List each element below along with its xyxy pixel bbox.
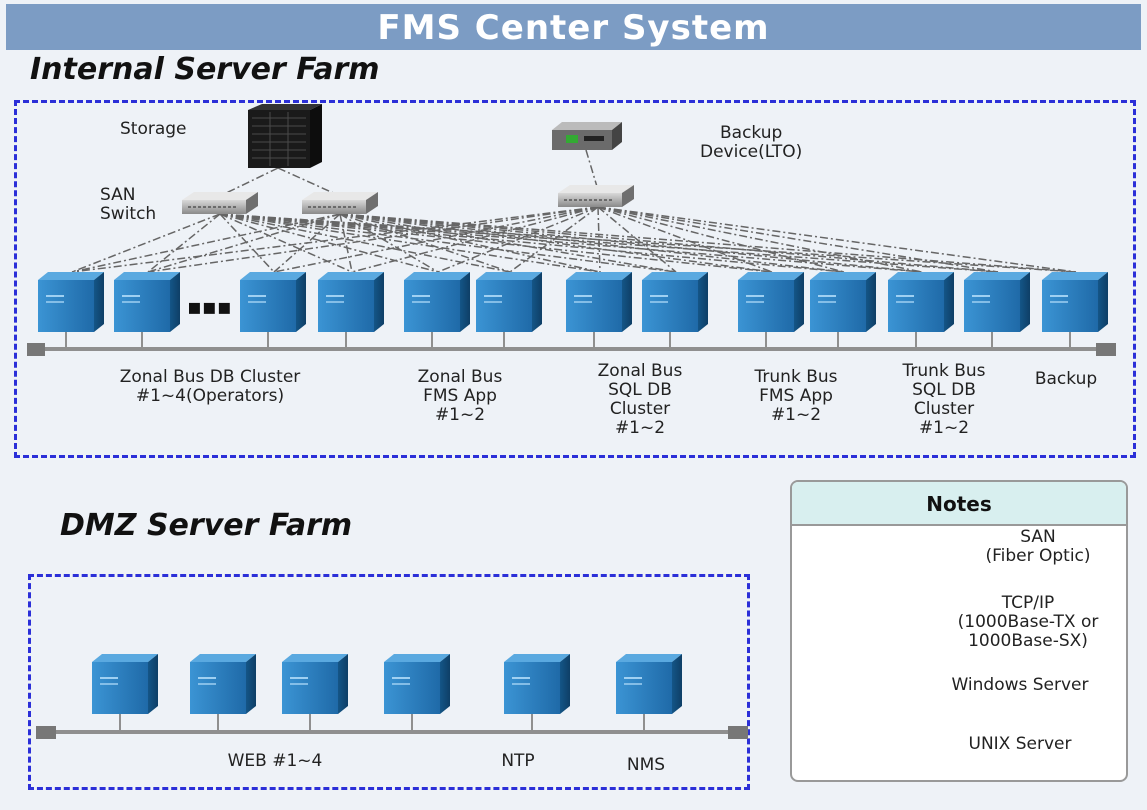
dmz-farm-title: DMZ Server Farm xyxy=(60,508,353,543)
windows-server-icon xyxy=(239,271,307,333)
group-label-zonal-db: Zonal Bus DB Cluster #1~4(Operators) xyxy=(119,367,301,406)
legend-unix-text: UNIX Server xyxy=(968,734,1072,754)
backbone-terminator xyxy=(27,343,45,356)
storage-array-icon xyxy=(248,104,322,168)
dmz-server-farm-boundary xyxy=(28,574,750,790)
windows-server-icon xyxy=(281,653,349,715)
windows-server-icon xyxy=(1041,271,1109,333)
group-label-zonal-app: Zonal Bus FMS App #1~2 xyxy=(417,367,503,425)
backbone-terminator xyxy=(36,726,56,739)
dmz-label-nms: NMS xyxy=(626,755,666,775)
backbone-terminator xyxy=(1096,343,1116,356)
windows-server-icon xyxy=(475,271,543,333)
backup-device-icon xyxy=(552,122,622,150)
windows-server-icon xyxy=(383,653,451,715)
windows-server-icon xyxy=(317,271,385,333)
page-title: FMS Center System xyxy=(6,4,1141,50)
windows-server-icon xyxy=(113,271,181,333)
windows-server-icon xyxy=(503,653,571,715)
backbone-terminator xyxy=(728,726,748,739)
legend-tcpip-text: TCP/IP (1000Base-TX or 1000Base-SX) xyxy=(957,593,1099,651)
windows-server-icon xyxy=(615,653,683,715)
notes-legend: Notes xyxy=(790,480,1128,782)
dmz-label-web: WEB #1~4 xyxy=(227,751,323,771)
storage-label: Storage xyxy=(120,119,187,139)
san-switch-icon xyxy=(301,191,379,215)
internal-server-farm-boundary xyxy=(14,100,1136,458)
windows-server-icon xyxy=(403,271,471,333)
windows-server-icon xyxy=(737,271,805,333)
windows-server-icon xyxy=(37,271,105,333)
windows-server-icon xyxy=(809,271,877,333)
notes-title: Notes xyxy=(792,482,1126,526)
backup-device-label: Backup Device(LTO) xyxy=(700,123,803,162)
internal-farm-title: Internal Server Farm xyxy=(30,52,380,87)
group-label-trunk-app: Trunk Bus FMS App #1~2 xyxy=(754,367,838,425)
san-switch-label: SAN Switch xyxy=(100,185,157,224)
windows-server-icon xyxy=(963,271,1031,333)
san-switch-icon xyxy=(181,191,259,215)
windows-server-icon xyxy=(565,271,633,333)
group-label-trunk-sql: Trunk Bus SQL DB Cluster #1~2 xyxy=(902,361,986,438)
windows-server-icon xyxy=(189,653,257,715)
windows-server-icon xyxy=(887,271,955,333)
more-servers-ellipsis: ▪▪▪ xyxy=(187,295,232,320)
legend-windows-text: Windows Server xyxy=(951,675,1089,695)
san-switch-icon xyxy=(557,184,635,208)
dmz-label-ntp: NTP xyxy=(501,751,535,771)
windows-server-icon xyxy=(641,271,709,333)
windows-server-icon xyxy=(91,653,159,715)
group-label-backup: Backup xyxy=(1034,369,1098,389)
legend-san-text: SAN (Fiber Optic) xyxy=(985,527,1091,566)
group-label-zonal-sql: Zonal Bus SQL DB Cluster #1~2 xyxy=(597,361,683,438)
